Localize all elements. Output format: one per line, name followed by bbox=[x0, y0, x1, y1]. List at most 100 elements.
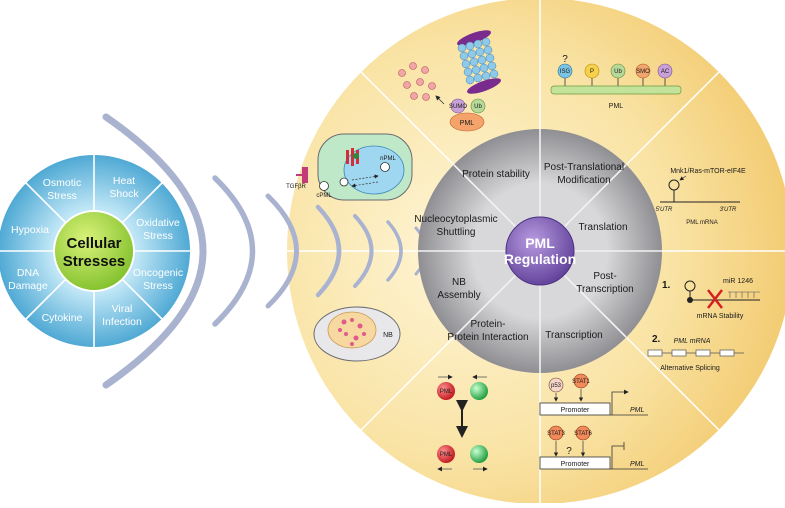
pml-ball-top bbox=[437, 382, 455, 400]
stress-title-line2: Stresses bbox=[63, 253, 126, 270]
stress-viral-line1: Viral bbox=[112, 303, 133, 315]
wave-6 bbox=[386, 220, 403, 282]
stress-title-line1: Cellular bbox=[66, 235, 121, 252]
promoter-label-1: Promoter bbox=[561, 407, 590, 414]
stress-heat-line2: Shock bbox=[109, 188, 139, 200]
stress-viral-line2: Infection bbox=[102, 316, 142, 328]
wave-2 bbox=[212, 175, 256, 327]
stress-oncogenic-line2: Stress bbox=[143, 280, 173, 292]
wave-3 bbox=[265, 193, 299, 309]
sector-nb-line1: NB bbox=[452, 277, 466, 288]
sector-ppi-line1: Protein- bbox=[470, 319, 505, 330]
promoter-label-2: Promoter bbox=[561, 461, 590, 468]
sector-translation: Translation bbox=[578, 222, 627, 233]
tgfbr-icon bbox=[302, 167, 308, 183]
utr5-label: 5'UTR bbox=[656, 207, 673, 213]
pml-center: PML Regulation bbox=[504, 216, 576, 286]
panel-shuttling: TGFβR cPML nPML bbox=[286, 133, 413, 201]
nucleus-icon bbox=[327, 311, 377, 349]
sector-shuttling-line2: Shuttling bbox=[437, 227, 476, 238]
partner-ball-bottom bbox=[470, 445, 488, 463]
regulation-sector-labels: Protein stability Post-Translational Mod… bbox=[414, 162, 633, 343]
sumo-icon bbox=[450, 98, 466, 114]
degradation-x-icon bbox=[707, 289, 723, 309]
ub-tag-label: Ub bbox=[614, 69, 622, 75]
panel-translation: Mnk1/Ras-mTOR-eIF4E 5'UTR 3'UTR PML mRNA bbox=[656, 168, 746, 226]
nb-label: NB bbox=[383, 332, 393, 339]
exon-diagram bbox=[647, 349, 744, 357]
cellular-stresses-wheel: Cellular Stresses Heat Shock Oxidative S… bbox=[0, 155, 190, 347]
panel-ptm: ? ISG P Ub SMO AC PML bbox=[550, 54, 682, 110]
stress-oxidative-line2: Stress bbox=[143, 230, 173, 242]
posttx-mrna-label: PML mRNA bbox=[674, 338, 711, 345]
ptm-question: ? bbox=[562, 54, 568, 65]
stress-cytokine: Cytokine bbox=[42, 312, 83, 324]
sector-protein-stability: Protein stability bbox=[462, 169, 530, 180]
sector-shuttling-line1: Nucleocytoplasmic bbox=[414, 214, 497, 225]
stress-oxidative-line1: Oxidative bbox=[136, 217, 180, 229]
cpml-label: cPML bbox=[316, 193, 332, 199]
sumo-tag-icon bbox=[635, 63, 651, 79]
stress-heat-line1: Heat bbox=[113, 175, 135, 187]
translation-mrna-label: PML mRNA bbox=[686, 220, 717, 226]
panel-post-transcription: 1. miR 1246 mRNA Stability 2. PML mRNA A… bbox=[647, 278, 760, 372]
promoter-box-1 bbox=[539, 402, 611, 416]
stress-dna-line1: DNA bbox=[17, 267, 39, 279]
pml-center-disk bbox=[505, 216, 575, 286]
panel-protein-interaction: PML PML bbox=[437, 374, 488, 472]
pml-ball-bottom bbox=[437, 445, 455, 463]
ptm-pml-label: PML bbox=[609, 103, 624, 110]
sector-posttx-line2: Transcription bbox=[576, 284, 633, 295]
wave-5 bbox=[353, 214, 374, 288]
npml-label: nPML bbox=[380, 156, 396, 162]
utr3-label: 3'UTR bbox=[720, 207, 737, 213]
ac-tag-icon bbox=[657, 63, 673, 79]
p53-icon bbox=[548, 377, 564, 393]
posttx-number-2: 2. bbox=[652, 334, 661, 345]
repression-icon bbox=[611, 442, 625, 469]
npml-icon bbox=[380, 162, 390, 172]
pml-ball-top-label: PML bbox=[440, 389, 453, 395]
peptide-fragments-icon bbox=[398, 62, 436, 101]
pml-ball-bottom-label: PML bbox=[440, 452, 453, 458]
stat1-label: STAT1 bbox=[572, 379, 590, 385]
alt-splicing-label: Alternative Splicing bbox=[660, 365, 720, 372]
stress-osmotic-line1: Osmotic bbox=[43, 177, 82, 189]
p53-label: p53 bbox=[551, 383, 562, 389]
pml-center-line1: PML bbox=[525, 235, 555, 251]
isg-icon bbox=[557, 63, 573, 79]
phospho-icon bbox=[584, 63, 600, 79]
stat3-icon bbox=[548, 425, 564, 441]
stat6-label: STAT6 bbox=[574, 431, 592, 437]
wave-4 bbox=[315, 204, 342, 298]
isg-label: ISG bbox=[560, 69, 571, 75]
pml-protein-label: PML bbox=[460, 120, 475, 127]
proteasome-icon bbox=[456, 30, 502, 94]
panel-nb-assembly: NB bbox=[313, 306, 401, 362]
stress-osmotic-line2: Stress bbox=[47, 190, 77, 202]
ub-label: Ub bbox=[474, 104, 482, 110]
stat6-icon bbox=[575, 425, 591, 441]
phospho-label: P bbox=[590, 69, 594, 75]
pml-protein-bar bbox=[550, 85, 682, 95]
mrna-stability-label: mRNA Stability bbox=[697, 313, 744, 320]
transcription-question: ? bbox=[566, 446, 572, 457]
sector-ppi-line2: Protein Interaction bbox=[447, 332, 528, 343]
nuclear-bodies bbox=[338, 318, 366, 346]
stress-dna-line2: Damage bbox=[8, 280, 48, 292]
sector-transcription: Transcription bbox=[545, 330, 602, 341]
partner-ball-top bbox=[470, 382, 488, 400]
stress-center bbox=[53, 210, 135, 292]
sector-ptm-line1: Post-Translational bbox=[544, 162, 624, 173]
sector-ptm-line2: Modification bbox=[557, 175, 610, 186]
posttx-number-1: 1. bbox=[662, 280, 671, 291]
cpml-icon bbox=[319, 181, 329, 191]
stat1-icon bbox=[573, 373, 589, 389]
ub-tag-icon bbox=[610, 63, 626, 79]
panel-transcription: p53 STAT1 Promoter PML STAT3 STAT6 ? Pro… bbox=[539, 373, 648, 470]
promoter-box-2 bbox=[539, 456, 611, 470]
translation-pathway: Mnk1/Ras-mTOR-eIF4E bbox=[670, 168, 746, 175]
stress-oncogenic-line1: Oncogenic bbox=[133, 267, 183, 279]
